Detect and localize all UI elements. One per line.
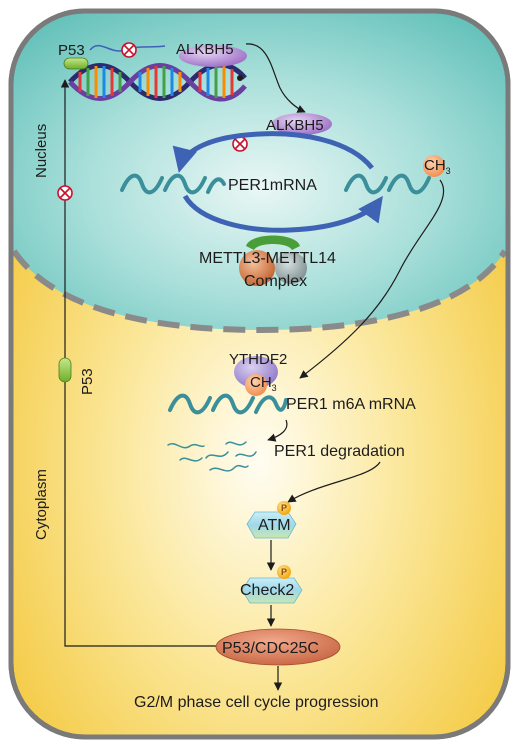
mrna-wave-left — [120, 173, 226, 195]
inhibit-icon — [57, 185, 73, 201]
check2-node — [241, 577, 303, 604]
methylation-cycle-arrow — [182, 194, 383, 233]
atm-phospho-label: P — [281, 503, 287, 513]
dna-helix-icon — [68, 62, 247, 102]
p53-cytoplasm-capsule — [58, 357, 72, 383]
ythdf2-label: YTHDF2 — [229, 351, 287, 368]
p53-nucleus-capsule — [63, 57, 89, 70]
decay-arrow — [267, 419, 288, 442]
atm-label: ATM — [258, 517, 291, 534]
ch3-nucleus-label: CH3 — [424, 157, 451, 176]
degradation-atm-arrow — [287, 461, 381, 503]
nucleus-label: Nucleus — [33, 124, 50, 178]
mettl-complex — [239, 235, 307, 286]
degraded-mrna-fragments — [167, 441, 257, 472]
alkbh5-mid-label: ALKBH5 — [266, 117, 324, 134]
ch3-cytoplasm-label: CH3 — [250, 374, 277, 393]
phospho-icon — [277, 565, 291, 579]
ythdf2-blob — [234, 356, 278, 388]
mrna-export-arrow — [299, 179, 445, 379]
check2-label: Check2 — [240, 582, 294, 599]
per1-mrna-label: PER1mRNA — [228, 177, 317, 194]
m6a-mrna-wave — [168, 393, 288, 415]
p53-cytoplasm-label: P53 — [79, 368, 96, 395]
mettl-complex-label-2: Complex — [244, 273, 307, 290]
alkbh5-translocation-arrow — [245, 43, 306, 113]
inhibit-icon — [121, 42, 137, 58]
ch3-cytoplasm-blob — [245, 374, 267, 396]
alkbh5-top-blob — [179, 45, 247, 67]
alkbh5-mid-blob — [272, 113, 332, 135]
alkbh5-top-label: ALKBH5 — [176, 41, 234, 58]
ch3-nucleus-blob — [423, 155, 445, 177]
cytoplasm-label: Cytoplasm — [33, 469, 50, 540]
nucleus-region — [13, 13, 506, 330]
phospho-icon — [277, 501, 291, 515]
per1-degradation-label: PER1 degradation — [274, 443, 405, 460]
p53-cdc25c-node — [215, 628, 341, 666]
p53-nucleus-label: P53 — [58, 42, 85, 59]
p53-cdc25c-label: P53/CDC25C — [222, 640, 319, 657]
p53-feedback-line — [60, 79, 223, 647]
check2-phospho-label: P — [281, 567, 287, 577]
mrna-wave-right — [344, 173, 431, 195]
outcome-label: G2/M phase cell cycle progression — [134, 694, 379, 711]
nuclear-envelope — [11, 249, 508, 334]
inhibit-icon — [232, 136, 248, 152]
demethylation-cycle-arrow — [172, 131, 374, 173]
mettl-complex-label-1: METTL3-METTL14 — [199, 250, 336, 267]
per1-m6a-mrna-label: PER1 m6A mRNA — [286, 396, 416, 413]
